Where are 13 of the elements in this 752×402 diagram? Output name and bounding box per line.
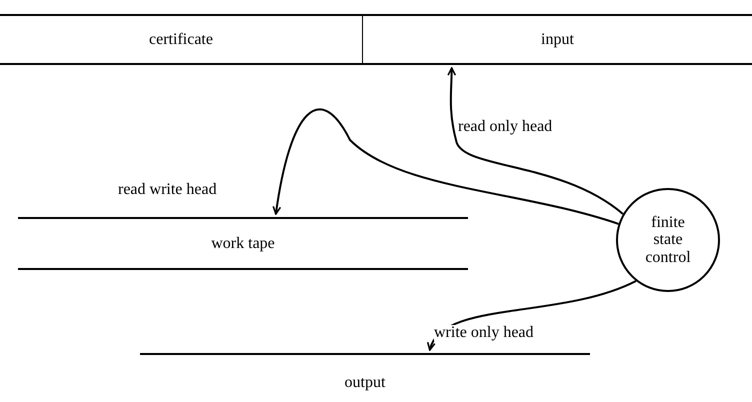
tape-cell bbox=[0, 14, 362, 65]
node-label: input bbox=[541, 30, 574, 50]
arrow bbox=[447, 67, 624, 215]
tape-cell bbox=[362, 14, 752, 65]
arrow bbox=[272, 108, 619, 225]
node-label: work tape bbox=[211, 234, 275, 254]
node-label: finite state control bbox=[644, 214, 692, 266]
node-label: certificate bbox=[149, 30, 213, 50]
arrow bbox=[428, 280, 636, 351]
edge-label: write only head bbox=[434, 325, 534, 341]
node-label: output bbox=[344, 373, 386, 393]
tape bbox=[18, 217, 468, 270]
edge-label: read only head bbox=[458, 119, 552, 135]
